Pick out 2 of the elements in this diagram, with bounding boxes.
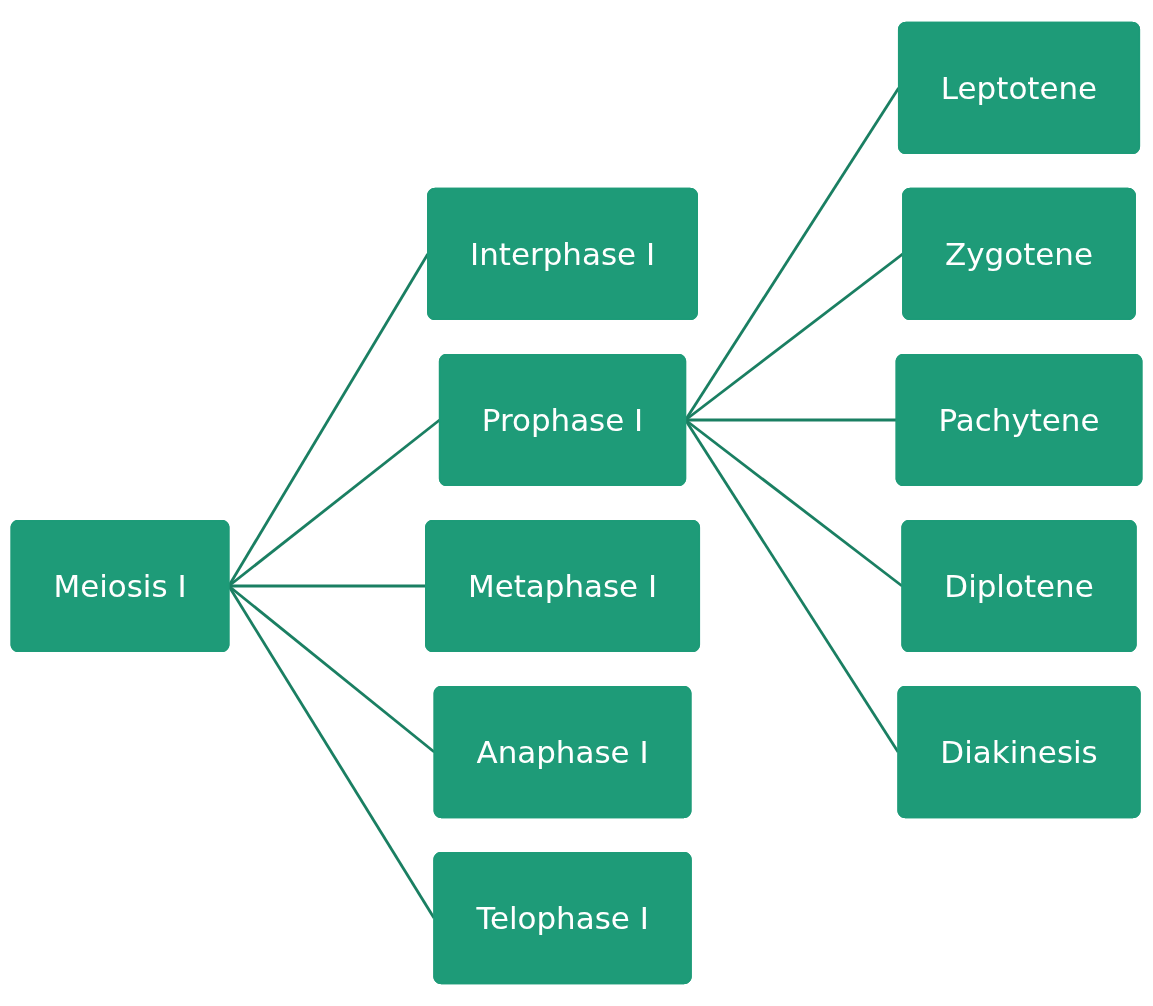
connector <box>228 584 426 588</box>
connector <box>685 418 897 422</box>
